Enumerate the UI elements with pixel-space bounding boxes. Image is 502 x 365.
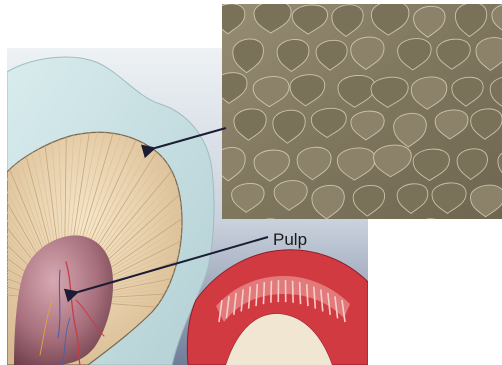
enamel-rod-micrograph [211,1,502,255]
pulp-label: Pulp [273,230,307,250]
